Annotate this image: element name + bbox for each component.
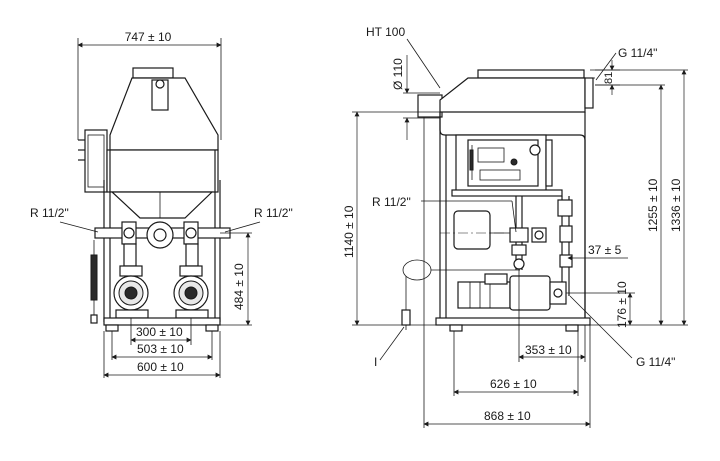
dim-747: 747 ± 10	[125, 30, 172, 44]
dim-1255: 1255 ± 10	[646, 178, 660, 232]
dim-868: 868 ± 10	[484, 409, 531, 423]
label-top-connection: G 11/4"	[618, 46, 657, 60]
label-ht100: HT 100	[366, 25, 405, 39]
side-view: HT 100 Ø 110 G 11/4" 81	[342, 25, 688, 428]
front-view: 747 ± 10	[30, 30, 293, 378]
dim-1336: 1336 ± 10	[669, 178, 683, 232]
pressure-vessel	[453, 210, 491, 250]
pump-right	[173, 243, 209, 319]
label-side-pipe: R 11/2"	[372, 195, 411, 209]
dim-1140: 1140 ± 10	[342, 205, 356, 258]
label-right-pipe: R 11/2"	[254, 206, 293, 220]
side-pump	[457, 273, 567, 311]
dim-503: 503 ± 10	[137, 342, 184, 356]
dim-176: 176 ± 10	[615, 281, 629, 328]
pump-left	[113, 243, 149, 319]
dim-484: 484 ± 10	[232, 263, 246, 310]
dim-626: 626 ± 10	[490, 377, 537, 391]
dim-37: 37 ± 5	[588, 243, 622, 257]
dim-81: 81	[603, 72, 615, 84]
label-left-pipe: R 11/2"	[30, 206, 69, 220]
label-bottom-connection: G 11/4"	[636, 355, 675, 369]
dim-dia110: Ø 110	[391, 58, 405, 90]
label-item-i: I	[374, 355, 377, 369]
side-tank	[439, 77, 586, 113]
dim-353: 353 ± 10	[525, 343, 572, 357]
dim-600: 600 ± 10	[137, 360, 184, 374]
dim-300: 300 ± 10	[136, 325, 183, 339]
